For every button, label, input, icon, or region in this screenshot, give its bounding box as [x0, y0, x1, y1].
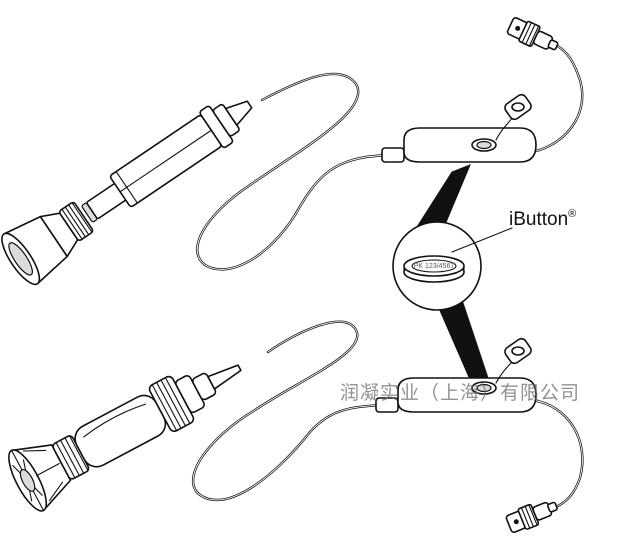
top-probe-assembly [1, 17, 584, 286]
bottom-probe-body [8, 364, 242, 512]
company-watermark: 润凝实业（上海）有限公司 [340, 382, 581, 404]
ibutton-coin: PK 123/4567 [403, 255, 465, 283]
bottom-junction-box [375, 337, 537, 413]
bottom-connector-cable [530, 398, 584, 509]
top-junction-box [381, 93, 537, 163]
bottom-probe-assembly [8, 320, 584, 533]
top-probe-body [1, 100, 253, 286]
top-connector-cable [530, 43, 584, 154]
callout-pointer-bottom [437, 299, 489, 385]
bottom-probe-cable [191, 320, 398, 502]
callout-leader-line [451, 227, 513, 253]
top-probe-cable [196, 72, 406, 271]
ibutton-label: iButton® [509, 208, 576, 230]
top-connector-plug [506, 17, 559, 51]
bottom-connector-plug [505, 501, 558, 533]
ibutton-callout: PK 123/4567 iButton® [392, 164, 576, 385]
coin-inscription: PK 123/4567 [414, 263, 455, 270]
